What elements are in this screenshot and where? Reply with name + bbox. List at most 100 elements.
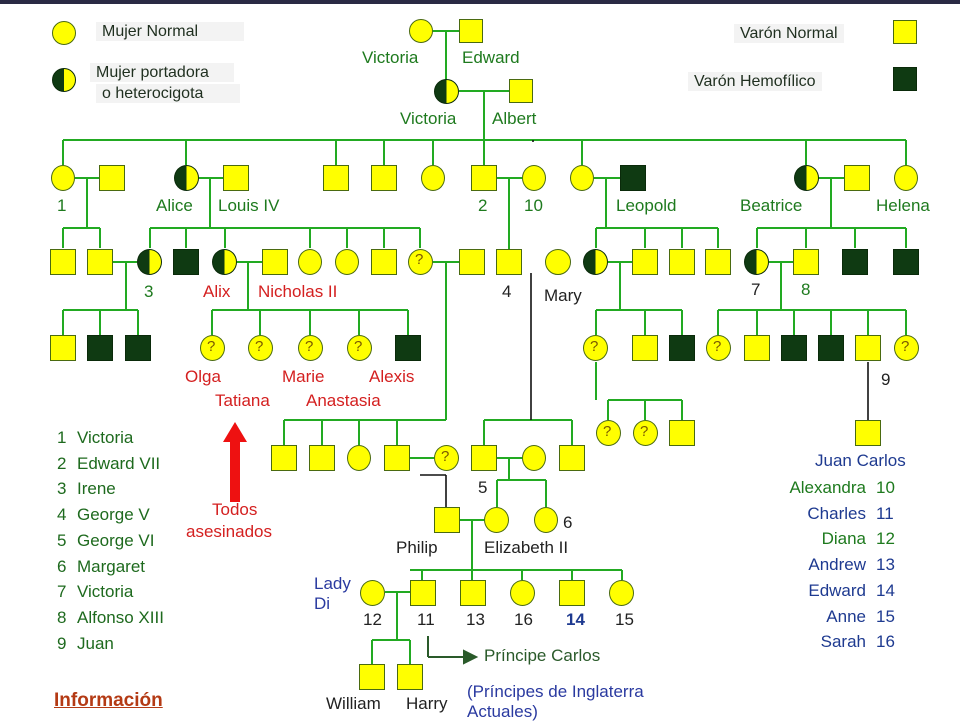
key-right-row: Diana 12 [822, 529, 902, 549]
gen4-b1-symbol: ? [596, 420, 621, 446]
key-left-name: Victoria [77, 428, 134, 447]
nicholas-symbol [262, 249, 288, 275]
label-edward-top: Edward [462, 48, 520, 67]
mary-symbol [545, 249, 571, 275]
legend-female-carrier-1: Mujer portadora [90, 63, 234, 82]
key-right-name: Diana [821, 529, 866, 549]
label-albert: Albert [492, 109, 537, 128]
key-left-num: 8 [57, 607, 67, 627]
gen2-son-c-symbol [371, 249, 397, 275]
label-anastasia: Anastasia [306, 391, 381, 410]
key-left-num: 6 [57, 556, 67, 576]
label-9: 9 [881, 370, 891, 389]
gen1-daughter-symbol [421, 165, 445, 191]
key-right-num: 14 [876, 580, 895, 600]
andrew-symbol [460, 580, 486, 606]
top-border [0, 0, 960, 4]
informacion-link[interactable]: Información [54, 690, 163, 711]
label-philip: Philip [396, 538, 438, 557]
george-vi-symbol [471, 445, 497, 471]
person-1-symbol [51, 165, 75, 191]
gen4-a2-symbol [309, 445, 335, 471]
gen3-b2-symbol [632, 335, 658, 361]
label-victoria-top: Victoria [362, 48, 419, 67]
label-william: William [326, 694, 381, 713]
spouse-1-symbol [99, 165, 125, 191]
label-tatiana: Tatiana [215, 391, 270, 410]
label-3: 3 [144, 282, 154, 301]
key-right-num: 11 [876, 503, 894, 523]
label-7: 7 [751, 280, 761, 299]
label-louis: Louis IV [218, 196, 280, 215]
male-normal-icon [893, 20, 917, 44]
gen4-a1-symbol [271, 445, 297, 471]
label-alix: Alix [203, 282, 231, 301]
key-left-name: George V [77, 505, 150, 525]
gen2-son-d-symbol [459, 249, 485, 275]
alexandra-symbol [522, 165, 546, 191]
key-left-name: Margaret [77, 556, 146, 576]
gen3-a1-symbol [50, 335, 76, 361]
label-6: 6 [563, 513, 573, 532]
female-carrier-icon [52, 68, 76, 92]
leopold-symbol [620, 165, 646, 191]
label-harry: Harry [406, 694, 448, 713]
key-right-num: 12 [876, 529, 895, 549]
label-8: 8 [801, 280, 811, 299]
gen2-son-f-symbol [669, 249, 695, 275]
gen4-a4-symbol [384, 445, 410, 471]
label-elizabeth: Elizabeth II [484, 538, 569, 557]
key-left-name: Edward VII [77, 453, 161, 473]
key-left-row: 2 Edward VII [57, 454, 160, 474]
gen4-b2-symbol: ? [633, 420, 658, 446]
gen4-a8-symbol [559, 445, 585, 471]
key-left-num: 2 [57, 453, 67, 473]
label-10: 10 [524, 196, 543, 215]
key-left-name: George VI [77, 530, 155, 550]
label-16: 16 [514, 610, 533, 629]
gen3-c2-symbol [744, 335, 770, 361]
key-left-num: 1 [57, 428, 67, 447]
gen2-daughter-b-symbol [335, 249, 359, 275]
gen2-son-e-symbol [632, 249, 658, 275]
key-right-num: 15 [876, 606, 895, 626]
helena-symbol [894, 165, 918, 191]
gen2-daughter-a-symbol [298, 249, 322, 275]
victoria-top-symbol [409, 19, 433, 43]
label-olga: Olga [185, 367, 221, 386]
gen2-hemophilic-a-symbol [173, 249, 199, 275]
gen2-hemophilic-b-symbol [842, 249, 868, 275]
albert-symbol [509, 79, 533, 103]
label-2: 2 [478, 196, 488, 215]
beatrice-symbol [794, 165, 819, 191]
label-todos: Todos [212, 500, 258, 519]
philip-symbol [434, 507, 460, 533]
sarah-symbol [510, 580, 535, 606]
label-principes-2: Actuales) [467, 702, 538, 721]
olga-symbol: ? [200, 335, 225, 361]
label-asesinados: asesinados [186, 522, 273, 541]
juan-carlos-symbol [855, 420, 881, 446]
label-helena: Helena [876, 196, 930, 215]
gen3-c3-symbol [781, 335, 807, 361]
leopold-wife-symbol [570, 165, 594, 191]
gen2-a1-symbol [50, 249, 76, 275]
label-12: 12 [363, 610, 382, 629]
alice-symbol [174, 165, 199, 191]
george-v-symbol [496, 249, 522, 275]
legend-male-normal: Varón Normal [734, 24, 844, 43]
label-5: 5 [478, 478, 488, 497]
label-di: Di [314, 594, 331, 613]
key-right-name: Anne [826, 606, 866, 626]
juan-symbol [855, 335, 881, 361]
louis-symbol [223, 165, 249, 191]
key-left-name: Irene [77, 479, 116, 499]
marie-symbol: ? [298, 335, 323, 361]
gen3-b3-symbol [669, 335, 695, 361]
